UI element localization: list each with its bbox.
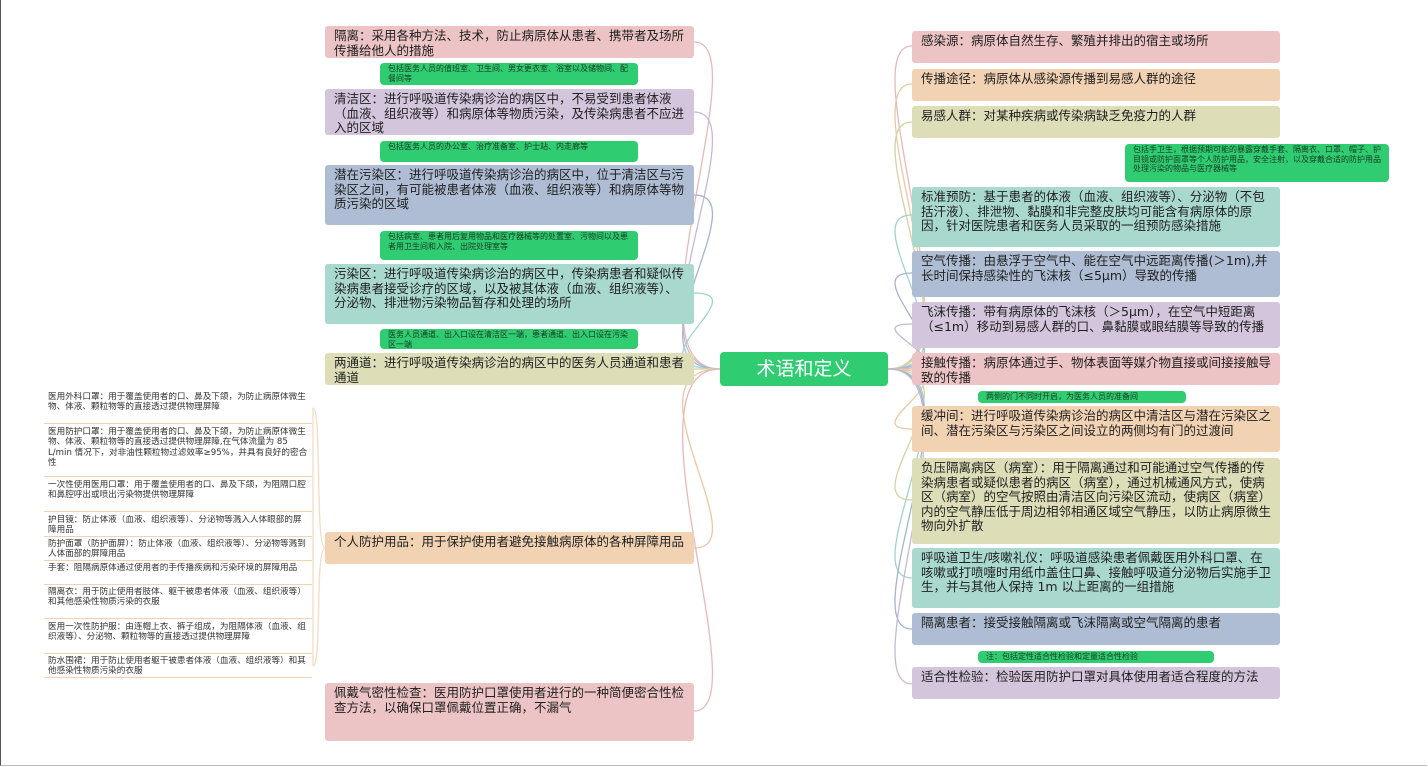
node-potential-zone[interactable]: 潜在污染区：进行呼吸道传染病诊治的病区中，位于清洁区与污染区之间，有可能被患者体… bbox=[325, 165, 694, 225]
note-fit-test[interactable]: 注：包括定性适合性检验和定量适合性检验 bbox=[978, 651, 1214, 663]
node-negative-pressure-ward[interactable]: 负压隔离病区（病室）：用于隔离通过和可能通过空气传播的传染病患者或疑似患者的病区… bbox=[912, 458, 1280, 544]
note-contaminated-zone[interactable]: 包括病室、患者用后复用物品和医疗器械等的处置室、污物间以及患者用卫生间和入院、出… bbox=[380, 231, 638, 260]
leaf-waterproof-apron[interactable]: 防水围裙：用于防止使用者躯干被患者体液（血液、组织液等）和其他感染性物质污染的衣… bbox=[44, 656, 312, 678]
leaf-goggles[interactable]: 护目镜：防止体液（血液、组织液等）、分泌物等溅入人体眼部的屏障用品 bbox=[44, 515, 312, 537]
note-potential-zone[interactable]: 包括医务人员的办公室、治疗准备室、护士站、内走廊等 bbox=[380, 141, 638, 162]
node-buffer-room[interactable]: 缓冲间：进行呼吸道传染病诊治的病区中清洁区与潜在污染区之间、潜在污染区与污染区之… bbox=[912, 406, 1280, 452]
note-buffer-room[interactable]: 两侧的门不同时开启，为医务人员的准备间 bbox=[978, 391, 1186, 403]
note-two-channels[interactable]: 医务人员通道、出入口设在清洁区一端，患者通道、出入口设在污染区一端 bbox=[380, 329, 638, 349]
node-fit-check[interactable]: 佩戴气密性检查：医用防护口罩使用者进行的一种简便密合性检查方法，以确保口罩佩戴位… bbox=[325, 683, 694, 741]
node-respiratory-hygiene[interactable]: 呼吸道卫生/咳嗽礼仪：呼吸道感染患者佩戴医用外科口罩、在咳嗽或打喷嚏时用纸巾盖住… bbox=[912, 548, 1280, 608]
node-two-channels[interactable]: 两通道：进行呼吸道传染病诊治的病区中的医务人员通道和患者通道 bbox=[325, 353, 694, 385]
link-left-1 bbox=[682, 41, 721, 370]
node-droplet-transmission[interactable]: 飞沫传播：带有病原体的飞沫核（＞5μm），在空气中短距离（≤1m）移动到易感人群… bbox=[912, 302, 1280, 348]
node-ppe[interactable]: 个人防护用品：用于保护使用者避免接触病原体的各种屏障用品 bbox=[325, 532, 694, 564]
leaf-protective-mask[interactable]: 医用防护口罩：用于覆盖使用者的口、鼻及下颌，为防止病原体微生物、体液、颗粒物等的… bbox=[44, 427, 312, 477]
link-left-7 bbox=[682, 368, 721, 712]
node-airborne-transmission[interactable]: 空气传播：由悬浮于空气中、能在空气中远距离传播(＞1m),并长时间保持感染性的飞… bbox=[912, 251, 1280, 297]
note-clean-zone[interactable]: 包括医务人员的值班室、卫生间、男女更衣室、浴室以及储物间、配餐间等 bbox=[380, 63, 638, 85]
leaf-disposable-mask[interactable]: 一次性使用医用口罩：用于覆盖使用者的口、鼻及下颌，为阻隔口腔和鼻腔呼出或喷出污染… bbox=[44, 480, 312, 512]
node-isolated-patient[interactable]: 隔离患者：接受接触隔离或飞沫隔离或空气隔离的患者 bbox=[912, 613, 1280, 645]
node-fit-test[interactable]: 适合性检验：检验医用防护口罩对具体使用者适合程度的方法 bbox=[912, 667, 1280, 699]
leaf-surgical-mask[interactable]: 医用外科口罩：用于覆盖使用者的口、鼻及下颌，为防止病原体微生物、体液、颗粒物等的… bbox=[44, 392, 312, 424]
link-leaves bbox=[312, 407, 326, 667]
leaf-gloves[interactable]: 手套：阻隔病原体通过使用者的手传播疾病和污染环境的屏障用品 bbox=[44, 563, 312, 585]
node-isolation[interactable]: 隔离：采用各种方法、技术，防止病原体从患者、携带者及场所传播给他人的措施 bbox=[325, 26, 694, 58]
leaf-isolation-gown[interactable]: 隔离衣：用于防止使用者肢体、躯干被患者体液（血液、组织液等）和其他感染性物质污染… bbox=[44, 587, 312, 619]
node-contaminated-zone[interactable]: 污染区：进行呼吸道传染病诊治的病区中，传染病患者和疑似传染病患者接受诊疗的区域，… bbox=[325, 264, 694, 324]
node-infection-source[interactable]: 感染源：病原体自然生存、繁殖并排出的宿主或场所 bbox=[912, 31, 1280, 63]
node-transmission-route[interactable]: 传播途径：病原体从感染源传播到易感人群的途径 bbox=[912, 69, 1280, 101]
node-standard-precautions[interactable]: 标准预防：基于患者的体液（血液、组织液等）、分泌物（不包括汗液）、排泄物、黏膜和… bbox=[912, 187, 1280, 247]
leaf-protective-suit[interactable]: 医用一次性防护服：由连帽上衣、裤子组成，为阻隔体液（血液、组织液等）、分泌物、颗… bbox=[44, 622, 312, 654]
root-topic[interactable]: 术语和定义 bbox=[720, 352, 888, 386]
leaf-face-shield[interactable]: 防护面罩（防护面屏）：防止体液（血液、组织液等）、分泌物等溅到人体面部的屏障用品 bbox=[44, 539, 312, 561]
node-contact-transmission[interactable]: 接触传播：病原体通过手、物体表面等媒介物直接或间接接触导致的传播 bbox=[912, 353, 1280, 385]
node-susceptible-population[interactable]: 易感人群：对某种疾病或传染病缺乏免疫力的人群 bbox=[912, 106, 1280, 138]
node-clean-zone[interactable]: 清洁区：进行呼吸道传染病诊治的病区中，不易受到患者体液（血液、组织液等）和病原体… bbox=[325, 89, 694, 135]
note-standard-precautions[interactable]: 包括手卫生，根据预期可能的暴露穿戴手套、隔离衣、口罩、帽子、护目镜或防护面罩等个… bbox=[1125, 144, 1389, 182]
